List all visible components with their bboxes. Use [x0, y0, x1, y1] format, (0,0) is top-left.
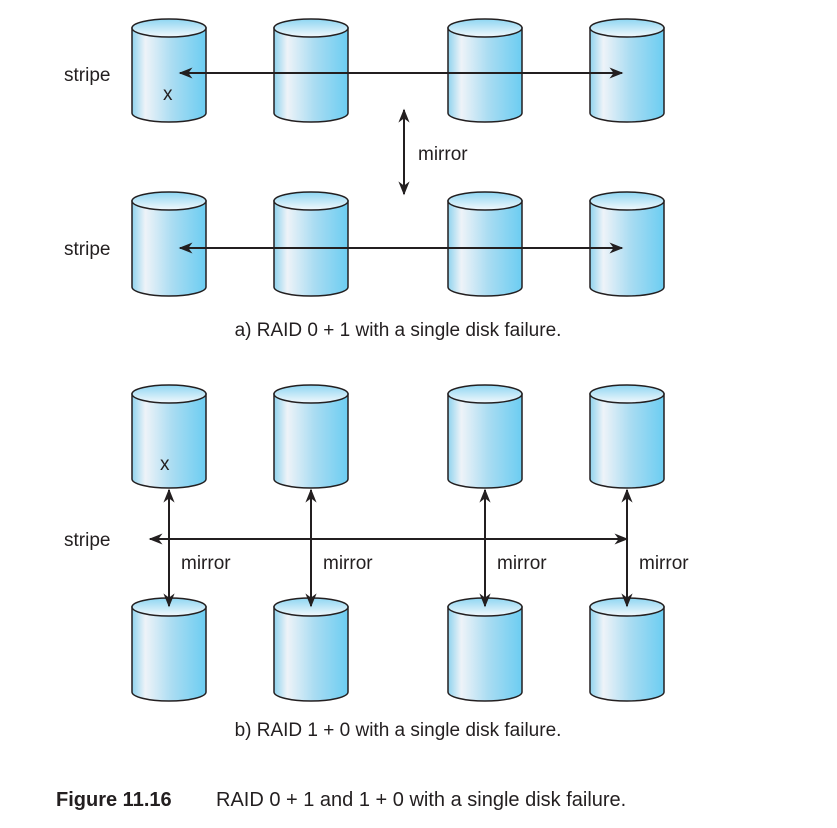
raid01-top-row [131, 18, 665, 123]
disk-4 [589, 191, 665, 297]
disk-3 [447, 384, 523, 489]
disk-body [273, 27, 349, 123]
mirror-label-b-3: mirror [497, 553, 547, 574]
mirror-label-b-4: mirror [639, 553, 689, 574]
raid10-bottom-row [131, 597, 665, 702]
figure-number: Figure 11.16 [56, 789, 172, 811]
caption-a: a) RAID 0 + 1 with a single disk failure… [235, 320, 562, 341]
disk-4 [589, 597, 665, 702]
disk-2 [273, 597, 349, 702]
raid10-top-row [131, 384, 665, 489]
disk-2 [273, 191, 349, 297]
disk-1 [131, 18, 207, 123]
disk-2 [273, 18, 349, 123]
disk-body [447, 27, 523, 123]
disk-body [589, 393, 665, 489]
disk-top [447, 384, 523, 404]
figure-title: RAID 0 + 1 and 1 + 0 with a single disk … [216, 789, 626, 811]
mirror-label-b-2: mirror [323, 553, 373, 574]
disk-3 [447, 597, 523, 702]
disk-1 [131, 384, 207, 489]
disk-body [131, 393, 207, 489]
stripe-label-b: stripe [64, 530, 110, 551]
disk-body [589, 27, 665, 123]
disk-body [589, 606, 665, 702]
stripe-label-a-top: stripe [64, 65, 110, 86]
disk-body [131, 606, 207, 702]
disk-top [273, 384, 349, 404]
disk-1 [131, 191, 207, 297]
disk-top [447, 18, 523, 38]
disk-top [273, 191, 349, 211]
disk-4 [589, 18, 665, 123]
disk-top [589, 18, 665, 38]
disk-1 [131, 597, 207, 702]
mirror-label-b-1: mirror [181, 553, 231, 574]
disk-body [447, 393, 523, 489]
raid10-mirror-arrows [163, 488, 633, 608]
failed-disk-mark-a: x [163, 84, 173, 105]
mirror-label-a: mirror [418, 144, 468, 165]
disk-top [589, 191, 665, 211]
disk-top [131, 18, 207, 38]
disk-top [447, 191, 523, 211]
stripe-label-a-bottom: stripe [64, 239, 110, 260]
disk-top [131, 191, 207, 211]
caption-b: b) RAID 1 + 0 with a single disk failure… [235, 720, 562, 741]
disk-body [273, 606, 349, 702]
failed-disk-mark-b: x [160, 454, 170, 475]
disk-4 [589, 384, 665, 489]
disk-body [589, 200, 665, 297]
disk-body [131, 200, 207, 297]
disk-body [131, 27, 207, 123]
disk-top [589, 384, 665, 404]
disk-top [273, 18, 349, 38]
disk-2 [273, 384, 349, 489]
disk-3 [447, 18, 523, 123]
disk-body [273, 393, 349, 489]
disk-3 [447, 191, 523, 297]
disk-top [131, 384, 207, 404]
disk-body [447, 606, 523, 702]
raid01-bottom-row [131, 191, 665, 297]
